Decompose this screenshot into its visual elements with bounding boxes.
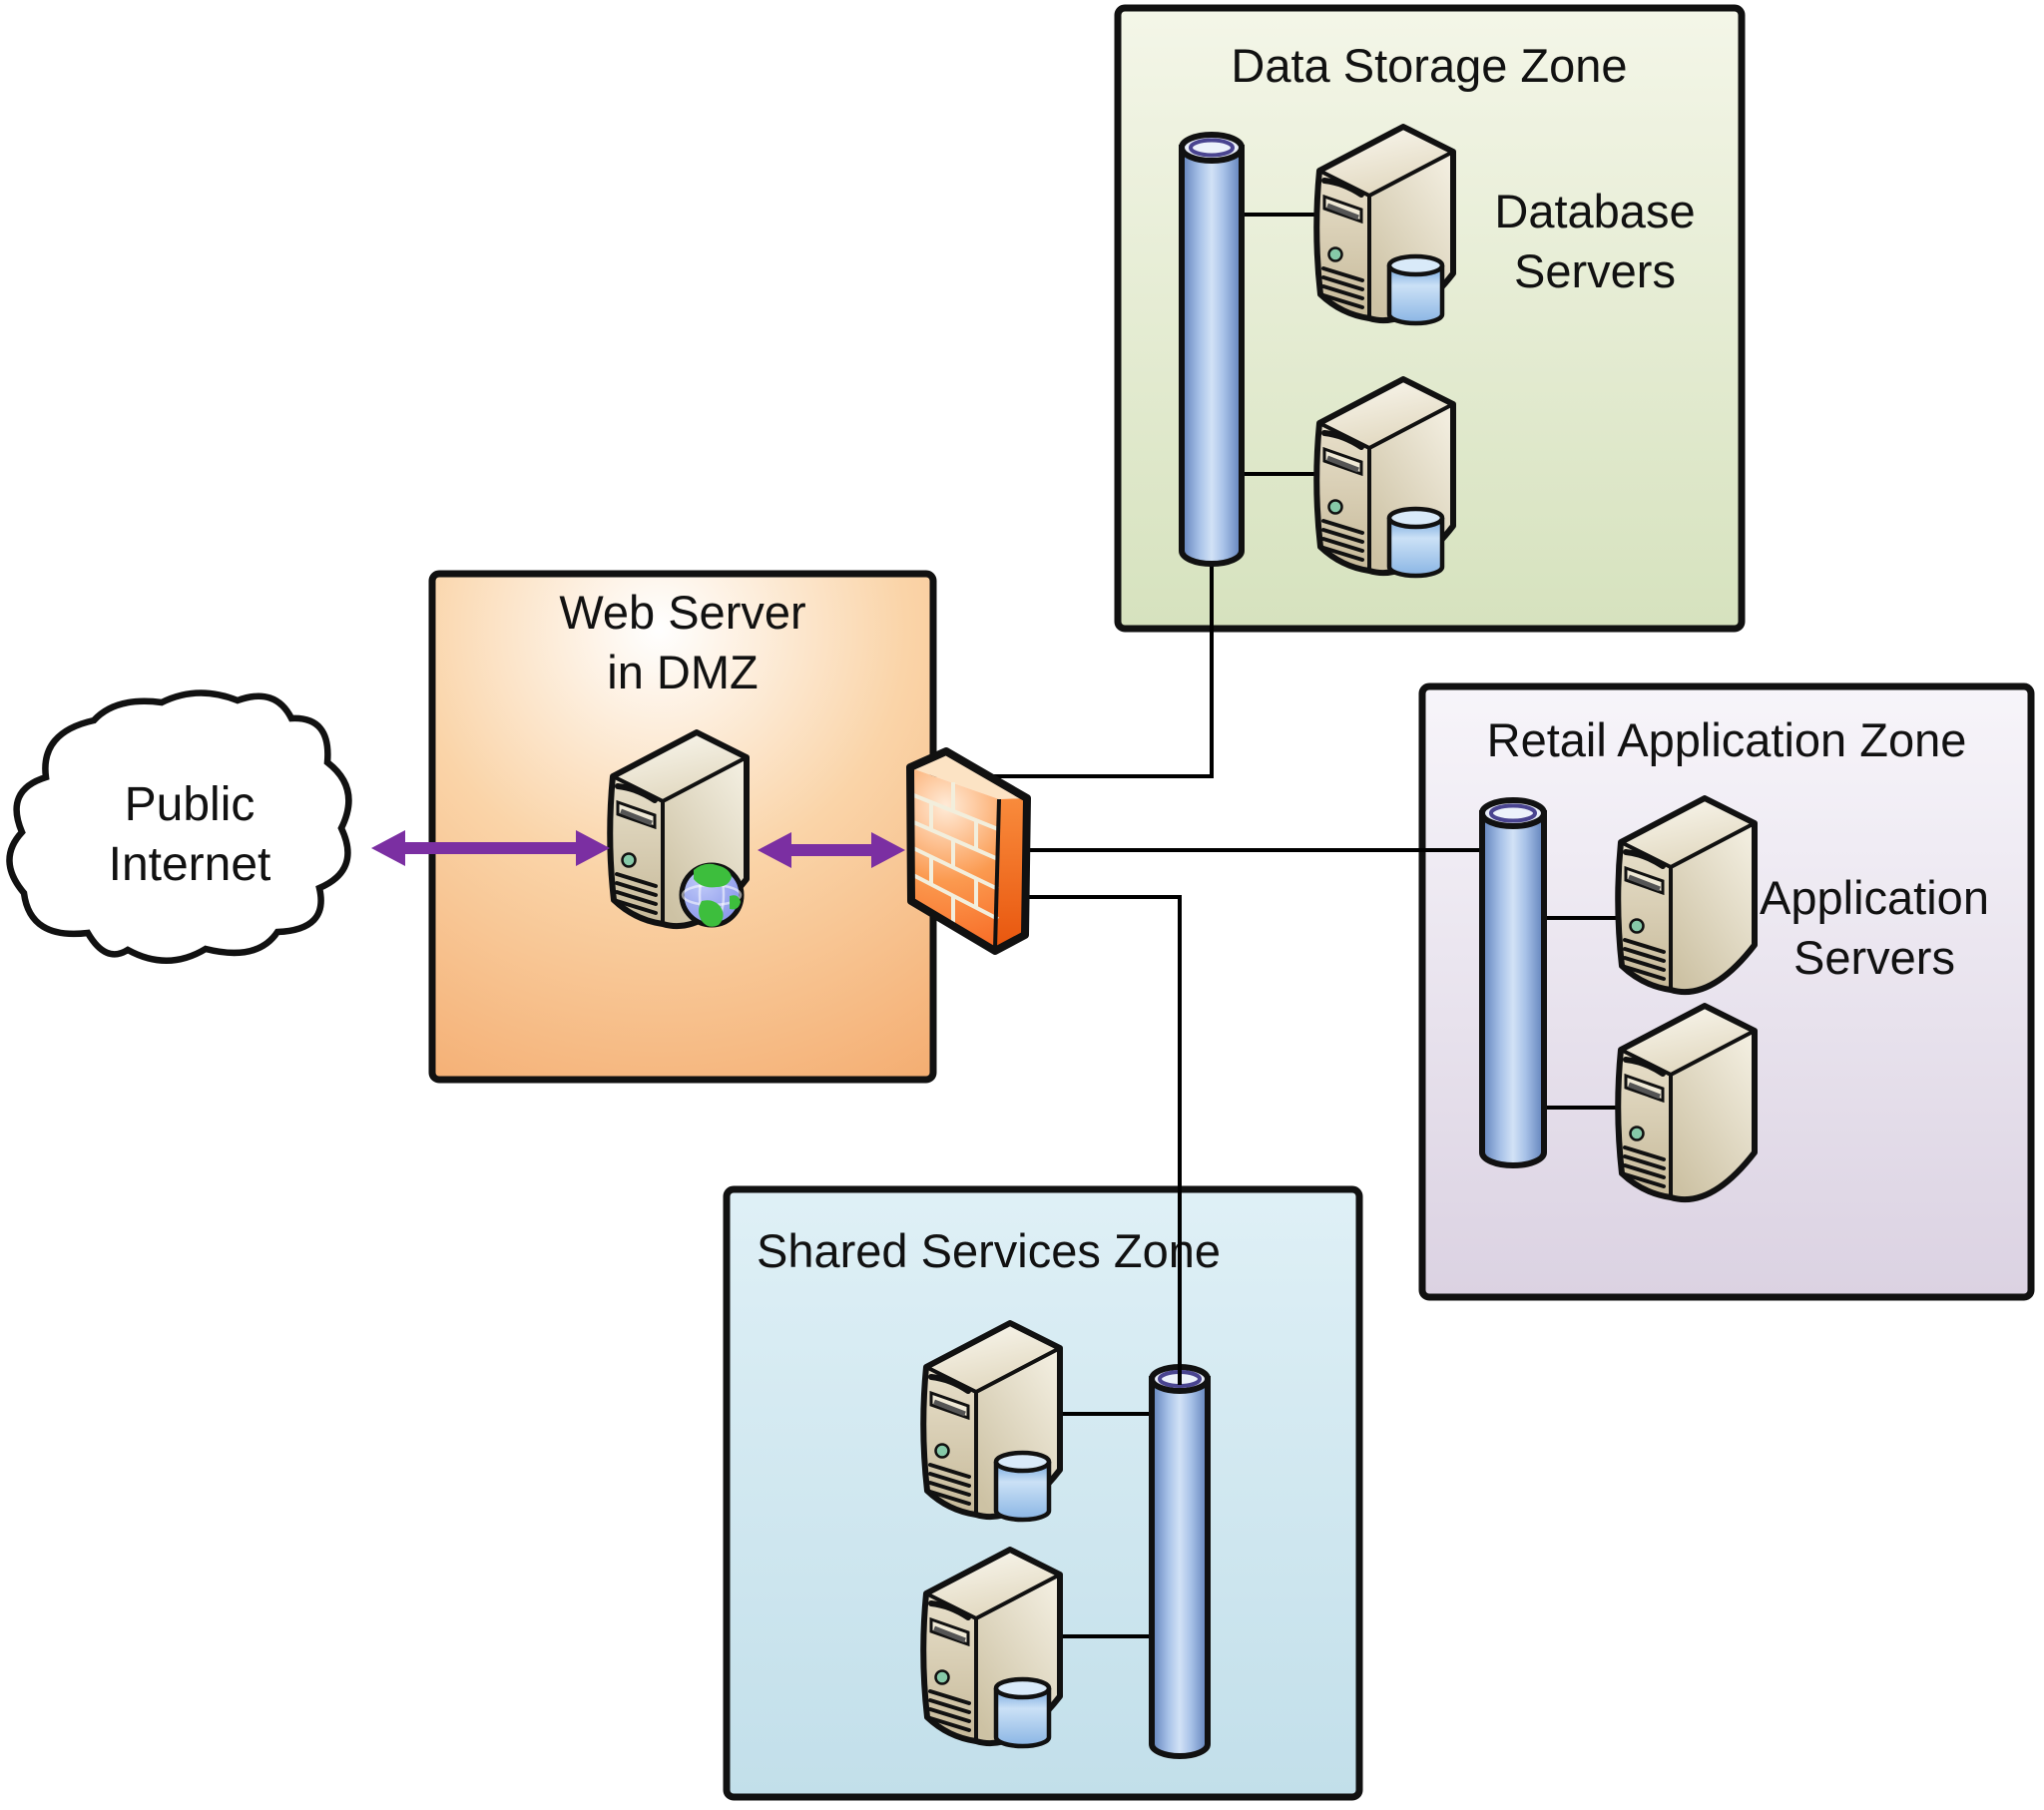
network-bus-data-storage bbox=[1179, 132, 1245, 567]
zone-retail-application-title: Retail Application Zone bbox=[1487, 713, 1967, 766]
database-servers-label-line2: Servers bbox=[1514, 244, 1676, 297]
public-internet-cloud: Public Internet bbox=[6, 689, 352, 964]
application-servers-label-line2: Servers bbox=[1793, 931, 1955, 984]
firewall-icon bbox=[906, 747, 1031, 955]
connector-firewall-to-shared bbox=[1026, 895, 1182, 1375]
zone-retail-application-box bbox=[1418, 682, 2035, 1301]
arrow-webserver-to-firewall bbox=[758, 832, 905, 868]
globe-icon bbox=[679, 862, 745, 928]
zone-dmz-title-line2: in DMZ bbox=[607, 646, 758, 698]
web-server-icon bbox=[610, 732, 747, 927]
cloud-shape bbox=[6, 689, 352, 964]
network-bus-retail bbox=[1479, 797, 1547, 1168]
application-servers-label-line1: Application bbox=[1760, 871, 1989, 924]
zone-data-storage-title: Data Storage Zone bbox=[1231, 39, 1627, 92]
connector-firewall-to-data-storage bbox=[991, 555, 1214, 778]
cloud-label-line2: Internet bbox=[109, 838, 271, 891]
firewall-brick-lines bbox=[910, 782, 999, 924]
network-bus-shared bbox=[1149, 1352, 1211, 1759]
cloud-label-line1: Public bbox=[125, 778, 256, 831]
connector-lines bbox=[991, 213, 1621, 1638]
zone-shared-services-title: Shared Services Zone bbox=[757, 1224, 1221, 1277]
arrow-internet-to-webserver bbox=[371, 830, 610, 866]
database-servers-label-line1: Database bbox=[1494, 185, 1695, 237]
zone-dmz-title-line1: Web Server bbox=[559, 586, 805, 639]
zone-retail-application: Retail Application Zone bbox=[1418, 682, 2035, 1301]
